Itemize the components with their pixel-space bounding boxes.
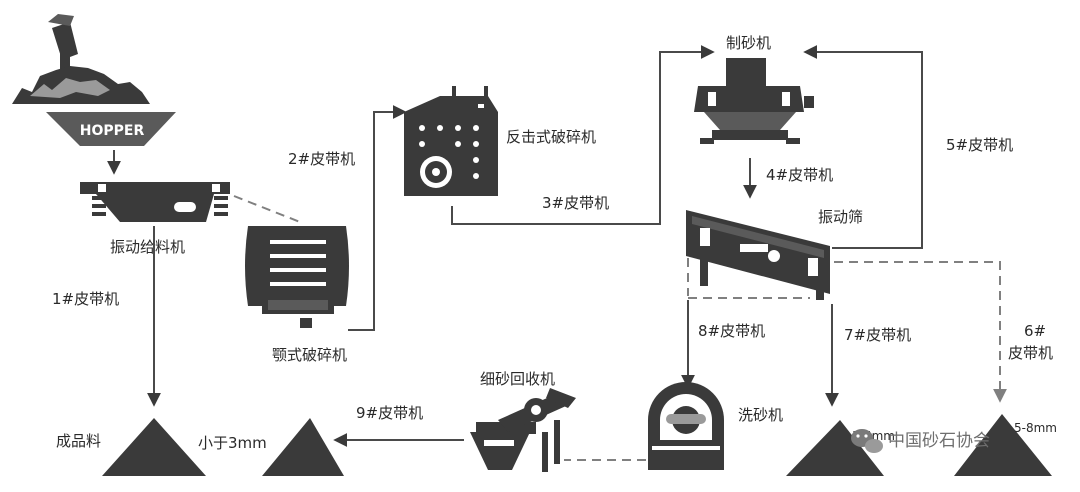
impact-crusher-machine xyxy=(404,86,498,196)
vibrating-screen-machine xyxy=(686,210,830,300)
vibrating-screen-label: 振动筛 xyxy=(818,208,863,226)
watermark-text: 中国砂石协会 xyxy=(888,431,990,451)
pile-finished-product xyxy=(102,418,206,476)
belt8-label: 8#皮带机 xyxy=(698,322,765,340)
vibrating-feeder-label: 振动给料机 xyxy=(110,238,185,256)
hopper-machine: HOPPER xyxy=(12,14,176,146)
arrow-belt5 xyxy=(803,45,923,249)
sand-washer-label: 洗砂机 xyxy=(738,406,783,424)
belt1-label: 1#皮带机 xyxy=(52,290,119,308)
size-5-8mm-label: 5-8mm xyxy=(1014,421,1057,435)
impact-crusher-label: 反击式破碎机 xyxy=(506,128,596,146)
dashed-feeder-to-jaw xyxy=(233,195,301,223)
arrow-belt3 xyxy=(451,45,715,225)
belt6-label-line1: 6# xyxy=(1024,322,1046,340)
jaw-crusher-label: 颚式破碎机 xyxy=(272,346,347,364)
belt2-label: 2#皮带机 xyxy=(288,150,355,168)
sand-washer-machine xyxy=(648,382,724,470)
belt4-label: 4#皮带机 xyxy=(766,166,833,184)
sand-maker-machine xyxy=(694,58,814,144)
belt3-label: 3#皮带机 xyxy=(542,194,609,212)
belt9-label: 9#皮带机 xyxy=(356,404,423,422)
pile-less-than-3mm xyxy=(262,418,344,476)
vibrating-feeder-machine xyxy=(80,182,230,222)
belt6-label-line2: 皮带机 xyxy=(1008,344,1053,362)
fine-sand-recycler-label: 细砂回收机 xyxy=(480,370,555,388)
wechat-icon xyxy=(851,429,883,453)
belt5-label: 5#皮带机 xyxy=(946,136,1013,154)
sand-maker-label: 制砂机 xyxy=(726,34,771,52)
arrow-belt2 xyxy=(348,105,407,331)
hopper-label: HOPPER xyxy=(80,123,145,139)
fine-sand-recycler-machine xyxy=(470,388,576,472)
jaw-crusher-machine xyxy=(245,226,349,328)
belt7-label: 7#皮带机 xyxy=(844,326,911,344)
finished-product-label: 成品料 xyxy=(56,432,101,450)
dashed-screen-to-belt6 xyxy=(834,261,1007,403)
excavator-icon xyxy=(48,14,78,70)
less-than-3mm-label: 小于3mm xyxy=(198,434,267,452)
pile-5-8mm xyxy=(954,414,1052,476)
watermark: 中国砂石协会 xyxy=(851,429,990,453)
pile-3-5mm xyxy=(786,420,884,476)
